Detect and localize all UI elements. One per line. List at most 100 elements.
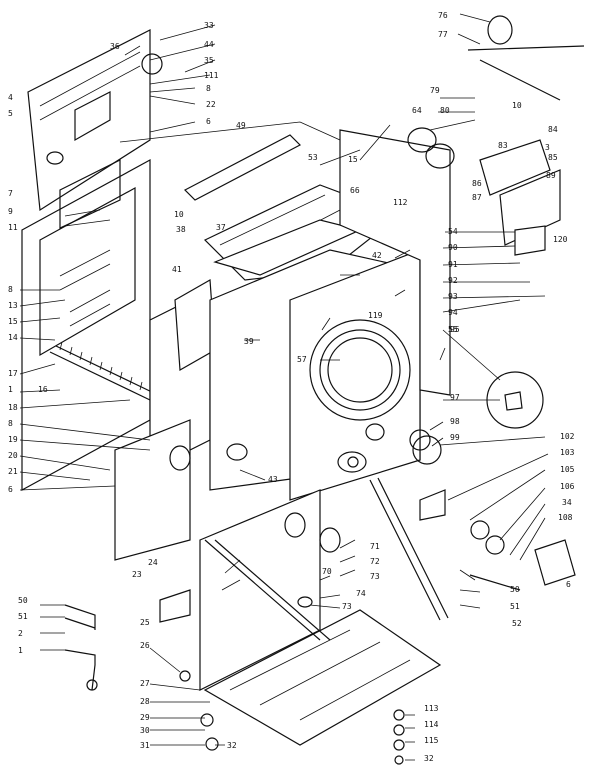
label-41: 41 (172, 265, 182, 274)
label-28: 28 (140, 697, 150, 706)
label-49: 49 (236, 121, 246, 130)
label-52: 52 (512, 619, 522, 628)
label-1-a: 1 (8, 385, 13, 394)
label-36: 36 (110, 42, 120, 51)
label-15-b: 15 (8, 317, 18, 326)
label-93: 93 (448, 292, 458, 301)
label-32-a: 32 (227, 741, 237, 750)
label-25: 25 (140, 618, 150, 627)
label-30: 30 (140, 726, 150, 735)
part-labels: 76 77 33 36 44 35 111 4 5 8 22 6 79 64 8… (8, 11, 575, 763)
label-8-b: 8 (8, 285, 13, 294)
main-cabinet (209, 129, 451, 501)
label-89: 89 (546, 171, 556, 180)
label-3: 3 (545, 143, 550, 152)
label-70: 70 (322, 567, 332, 576)
label-10-b: 10 (174, 210, 184, 219)
label-4: 4 (8, 93, 13, 102)
label-42: 42 (372, 251, 382, 260)
label-76: 76 (438, 11, 448, 20)
label-120: 120 (553, 235, 568, 244)
motor (469, 539, 576, 591)
label-24: 24 (148, 558, 158, 567)
label-26: 26 (140, 641, 150, 650)
label-54: 54 (448, 227, 458, 236)
label-111: 111 (204, 71, 219, 80)
label-71: 71 (370, 542, 380, 551)
label-50-a: 50 (510, 585, 520, 594)
label-119: 119 (368, 311, 383, 320)
label-74: 74 (356, 589, 366, 598)
leader-lines (19, 13, 549, 761)
label-51-a: 51 (510, 602, 520, 611)
label-115: 115 (424, 736, 439, 745)
label-114: 114 (424, 720, 439, 729)
label-99: 99 (450, 433, 460, 442)
idler-parts (409, 371, 544, 555)
label-8-a: 8 (206, 84, 211, 93)
label-97: 97 (450, 393, 460, 402)
label-9: 9 (8, 207, 13, 216)
blower-assembly (407, 15, 585, 256)
label-29: 29 (140, 713, 150, 722)
label-10-a: 10 (512, 101, 522, 110)
label-14: 14 (8, 333, 18, 342)
label-31: 31 (140, 741, 150, 750)
label-64-a: 64 (412, 106, 422, 115)
base-frame (199, 477, 449, 746)
label-44: 44 (204, 40, 214, 49)
label-50-b: 50 (18, 596, 28, 605)
label-1-b: 1 (18, 646, 23, 655)
label-73-a: 73 (370, 572, 380, 581)
duct-assembly (114, 279, 216, 561)
label-86: 86 (472, 179, 482, 188)
label-53: 53 (308, 153, 318, 162)
label-57: 57 (297, 355, 307, 364)
label-51-b: 51 (18, 612, 28, 621)
label-98: 98 (450, 417, 460, 426)
label-92: 92 (448, 276, 458, 285)
label-113: 113 (424, 704, 439, 713)
label-8-c: 8 (8, 419, 13, 428)
label-95: 95 (450, 325, 460, 334)
label-16: 16 (38, 385, 48, 394)
label-55: 55 (448, 325, 458, 334)
label-80-a: 80 (440, 106, 450, 115)
label-90: 90 (448, 243, 458, 252)
rear-panel (27, 29, 163, 212)
label-2: 2 (18, 629, 23, 638)
label-32-b: 32 (424, 754, 434, 763)
label-87: 87 (472, 193, 482, 202)
label-34: 34 (562, 498, 572, 507)
label-20: 20 (8, 451, 18, 460)
label-15-a: 15 (348, 155, 358, 164)
label-38: 38 (176, 225, 186, 234)
label-27: 27 (140, 679, 150, 688)
label-22: 22 (206, 100, 216, 109)
label-94: 94 (448, 308, 458, 317)
label-19: 19 (8, 435, 18, 444)
label-7: 7 (8, 189, 13, 198)
label-6-a: 6 (206, 117, 211, 126)
label-77: 77 (438, 30, 448, 39)
label-39: 39 (244, 337, 254, 346)
label-21: 21 (8, 467, 18, 476)
label-23: 23 (132, 570, 142, 579)
loose-hardware (64, 589, 405, 765)
label-66: 66 (350, 186, 360, 195)
label-79: 79 (430, 86, 440, 95)
label-6-c: 6 (566, 580, 571, 589)
label-108: 108 (558, 513, 573, 522)
label-72: 72 (370, 557, 380, 566)
label-83: 83 (498, 141, 508, 150)
label-11: 11 (8, 223, 18, 232)
label-43: 43 (268, 475, 278, 484)
label-13: 13 (8, 301, 18, 310)
label-37: 37 (216, 223, 226, 232)
label-103: 103 (560, 448, 575, 457)
label-6-b: 6 (8, 485, 13, 494)
label-102: 102 (560, 432, 575, 441)
label-33: 33 (204, 21, 214, 30)
label-17: 17 (8, 369, 18, 378)
